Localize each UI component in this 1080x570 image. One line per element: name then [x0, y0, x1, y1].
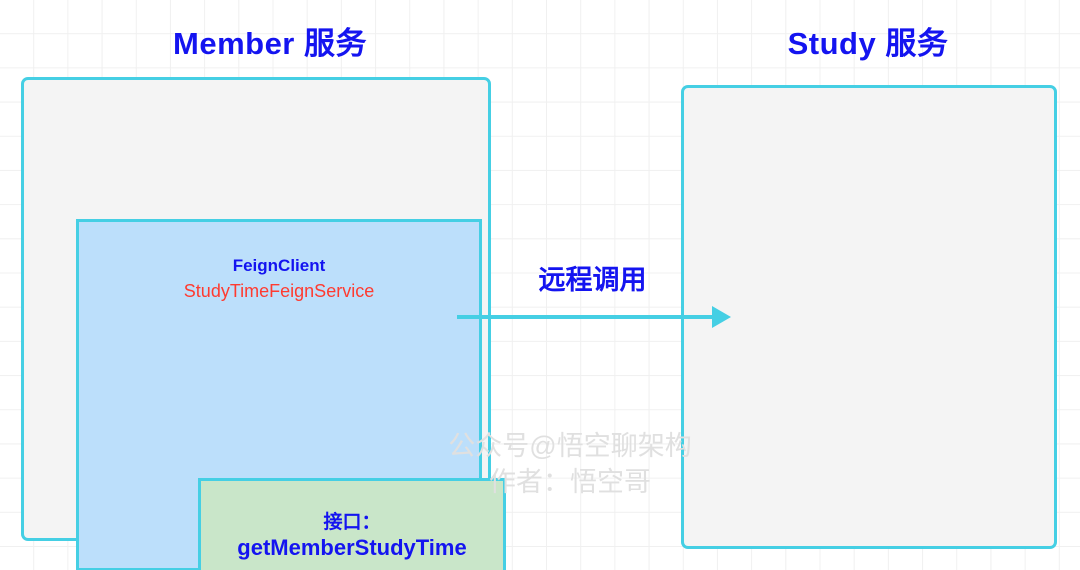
feign-client-label: FeignClient — [232, 256, 326, 275]
member-service-container: FeignClient StudyTimeFeignService 接口： ge… — [21, 77, 506, 570]
connector-line — [457, 315, 719, 319]
api-interface-box: 接口： getMemberStudyTime — [198, 478, 506, 570]
member-service-title: Member 服务 — [173, 26, 367, 61]
arrow-right-icon — [712, 306, 731, 328]
feign-client-service-name: StudyTimeFeignService — [183, 281, 375, 301]
feign-client-box: FeignClient StudyTimeFeignService 接口： ge… — [76, 219, 506, 570]
remote-call-label: 远程调用 — [538, 265, 647, 295]
api-interface-label: 接口： — [323, 512, 381, 533]
study-service-container: 方法 memberStudyTime() — [681, 85, 1057, 549]
api-interface-name: getMemberStudyTime — [237, 535, 467, 560]
study-service-title: Study 服务 — [787, 26, 949, 61]
